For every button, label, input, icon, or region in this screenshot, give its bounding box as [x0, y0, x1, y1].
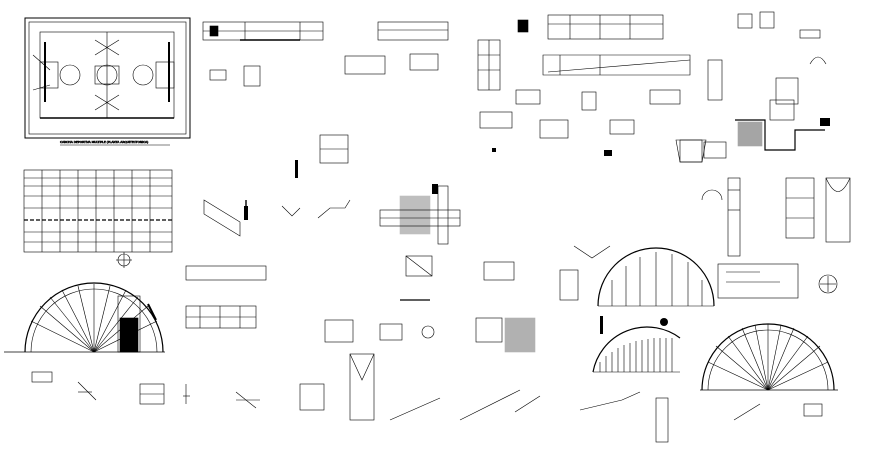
striped-arch-bottom	[592, 326, 681, 373]
dome-elevation-right	[597, 247, 838, 307]
court-caption: CANCHA DEPORTIVA MULTIPLE (PLANTA ARQUIT…	[60, 140, 148, 144]
grid-roof-plan	[23, 169, 173, 268]
column-sections-right	[701, 177, 851, 257]
details-bottom-middle	[185, 245, 823, 443]
elevation-top-right	[542, 14, 691, 76]
details-upper-middle	[209, 11, 827, 111]
beam-section-middle	[203, 185, 461, 245]
arch-fan-left	[4, 282, 165, 353]
court-plan	[24, 17, 191, 139]
solid-marks	[44, 42, 830, 334]
details-bottom-left	[31, 371, 260, 409]
section-top	[202, 21, 324, 41]
detail-cluster-middle	[319, 89, 825, 164]
section-small	[377, 21, 449, 41]
column-frame-detail	[477, 19, 529, 91]
arch-fan-right	[700, 323, 838, 391]
